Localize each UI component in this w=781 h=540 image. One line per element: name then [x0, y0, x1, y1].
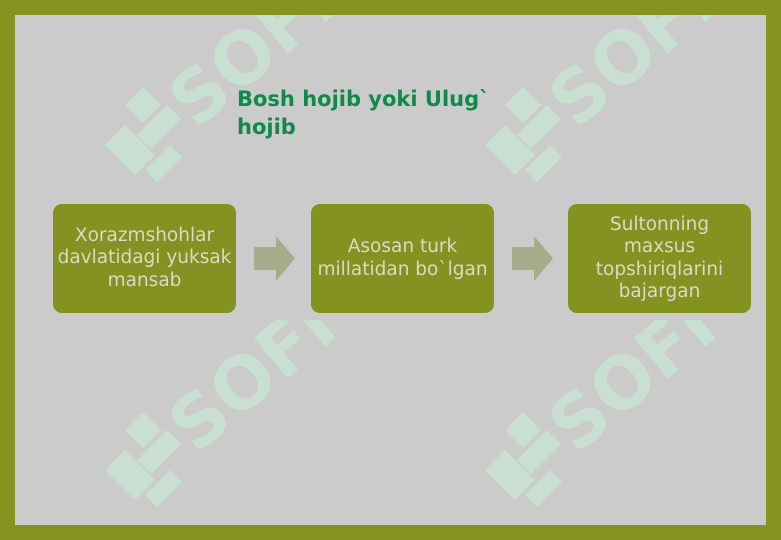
- watermark-top-left: SOFF: [95, 15, 335, 205]
- watermark-text: SOFF: [533, 320, 715, 468]
- step-box-3: Sultonning maxsus topshiriqlarini bajarg…: [568, 204, 751, 313]
- diagram-title: Bosh hojib yoki Ulug` hojib: [237, 87, 490, 139]
- step-box-1: Xorazmshohlar davlatidagi yuksak mansab: [53, 204, 236, 313]
- arrow-right-icon-2: [512, 236, 553, 281]
- watermark-bottom-left: SOFF: [95, 320, 335, 525]
- watermark-bottom-right: SOFF: [475, 320, 715, 525]
- slide-canvas: SOFF SOFF SOFF: [15, 15, 766, 525]
- watermark-top-right: SOFF: [475, 15, 715, 205]
- arrow-right-icon-1: [254, 236, 295, 281]
- watermark-text: SOFF: [533, 15, 715, 143]
- watermark-text: SOFF: [153, 320, 335, 468]
- step-box-2: Asosan turk millatidan bo`lgan: [311, 204, 494, 313]
